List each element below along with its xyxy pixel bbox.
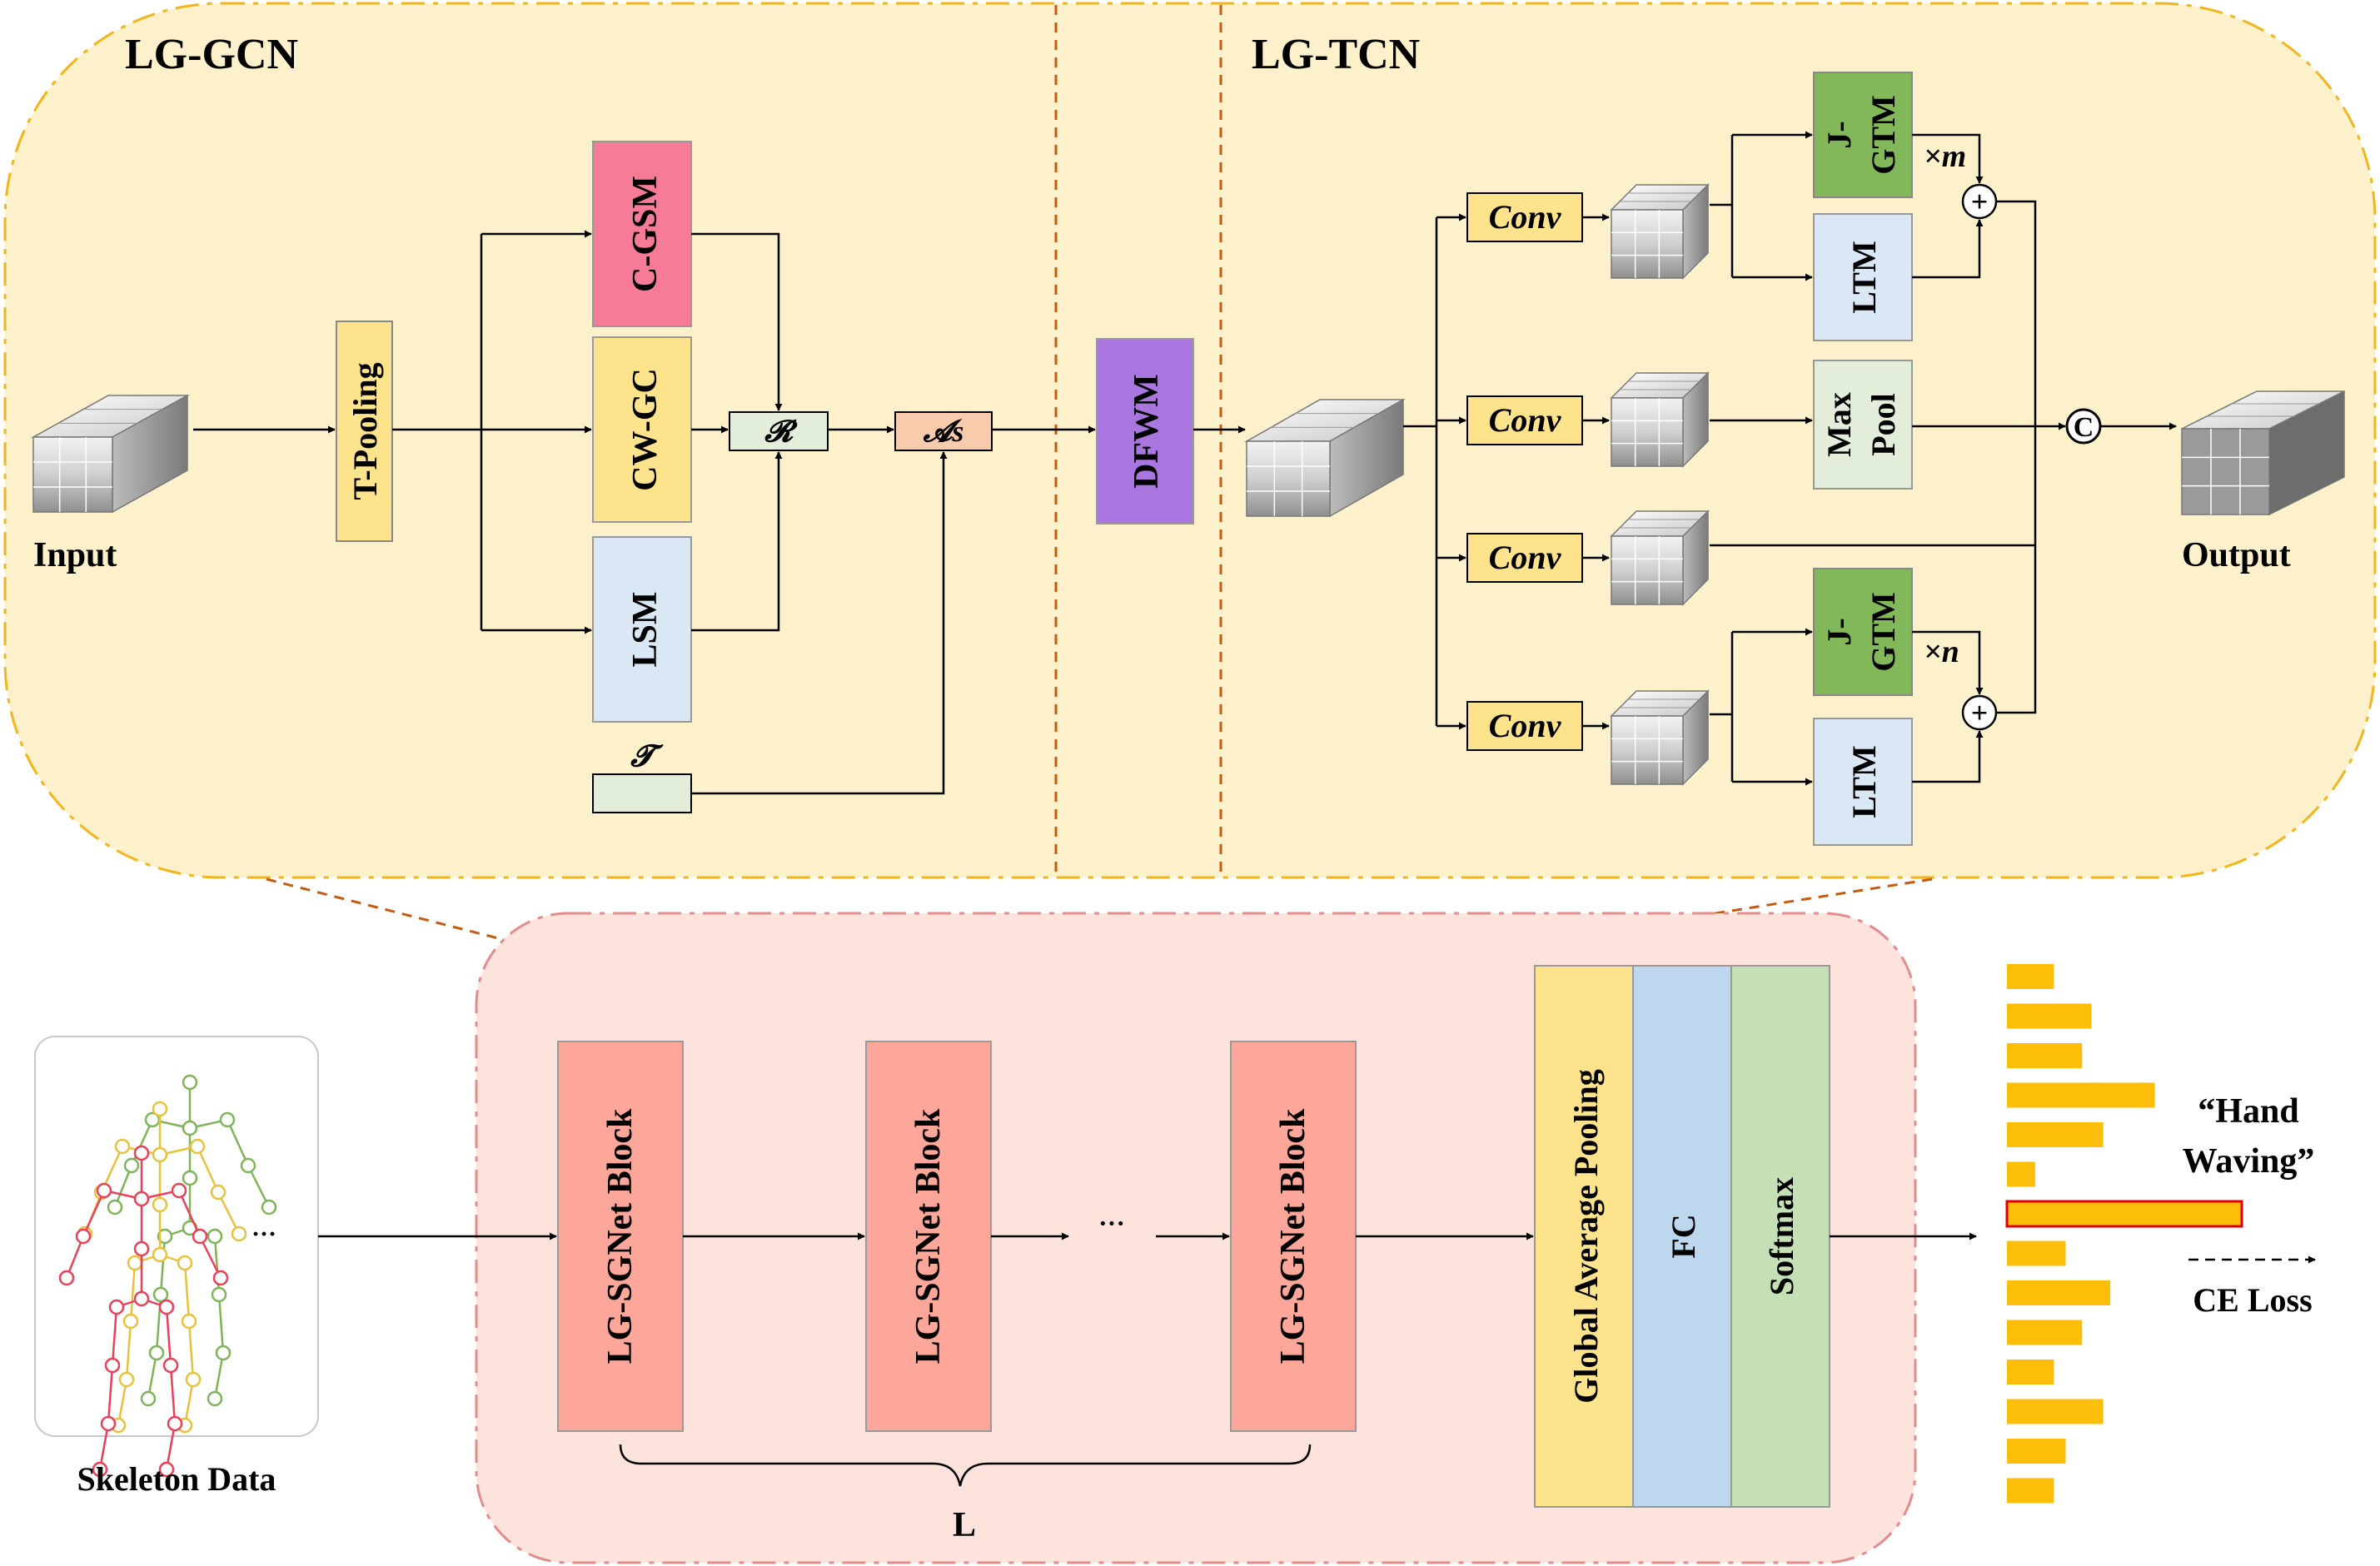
output-label: Output [2182,536,2291,574]
conv-box-4: Conv [1466,701,1583,751]
svg-text:Conv: Conv [1489,707,1562,744]
prediction-line2: Waving” [2183,1142,2315,1181]
cwgc-label: CW-GC [626,368,665,491]
class-bar [2007,1320,2083,1345]
dfwm-label: DFWM [1128,374,1166,489]
class-bar [2007,1399,2104,1424]
class-bar [2007,1439,2066,1464]
jgtm-bottom-line1: J- [1820,618,1858,645]
svg-text:LG-SGNet Block: LG-SGNet Block [909,1108,948,1364]
class-bar [2007,1240,2066,1266]
jgtm-box-top [1813,72,1913,198]
svg-text:Global Average Pooling: Global Average Pooling [1567,1069,1605,1403]
svg-text:Conv: Conv [1489,198,1562,236]
plus-circle-top: + [1961,183,1998,220]
gcn-title: LG-GCN [125,31,298,78]
tcn-title: LG-TCN [1252,31,1420,78]
conv-box-2: Conv [1466,395,1583,445]
jgtm-top-line1: J- [1820,121,1858,148]
repeat-label: L [953,1506,976,1544]
class-score-bars [2005,964,2243,1504]
input-tensor [31,394,190,514]
gcn-arrows [193,230,1096,795]
class-bar [2007,964,2054,989]
svg-text:+: + [1971,185,1989,218]
svg-text:Conv: Conv [1489,401,1562,439]
ltm-box-bottom [1813,718,1913,846]
r-symbol: 𝓡 [764,415,798,448]
maxpool-line2: Pool [1865,393,1902,456]
fc-box: FC [1632,965,1732,1508]
concat-circle: C [2065,408,2102,445]
conv-box-1: Conv [1466,192,1583,242]
jgtm-box-bottom [1813,568,1913,696]
class-bar [2007,1161,2035,1187]
class-bar-highlighted [2005,1200,2243,1228]
times-m-label: ×m [1924,139,1966,174]
skeleton-figure [58,1074,277,1478]
skeleton-label: Skeleton Data [77,1460,276,1498]
jgtm-bottom-line2: GTM [1865,592,1902,672]
as-symbol: 𝓐s [923,415,964,448]
svg-text:Conv: Conv [1489,539,1562,576]
lsm-label: LSM [626,591,665,667]
maxpool-box [1813,360,1913,490]
class-bar [2007,1478,2054,1504]
class-bar [2007,1082,2155,1108]
svg-text:LG-SGNet Block: LG-SGNet Block [1274,1108,1312,1364]
r-box [729,411,829,451]
class-bar [2007,1043,2083,1068]
svg-text:C: C [2074,412,2094,443]
ltm-bottom-label: LTM [1845,745,1883,818]
class-bar [2007,1280,2111,1305]
svg-text:FC: FC [1665,1214,1702,1258]
ce-loss-label: CE Loss [2193,1281,2312,1319]
cgsm-box [592,141,692,327]
svg-text:Softmax: Softmax [1763,1177,1800,1295]
blocks-ellipsis: ··· [1098,1208,1125,1238]
output-tensor [2181,390,2345,516]
class-bar [2007,1360,2054,1385]
cgsm-label: C-GSM [626,176,665,292]
ltm-top-label: LTM [1845,241,1883,313]
class-bar [2007,1003,2092,1029]
prediction-line1: “Hand [2198,1092,2298,1131]
plus-circle-bottom: + [1961,694,1998,731]
repeat-brace [619,1444,1312,1487]
feature-cube-2 [1610,371,1710,468]
as-box [894,411,993,451]
sgnet-block-2: LG-SGNet Block [865,1041,992,1432]
svg-text:+: + [1971,696,1989,729]
sgnet-block-3: LG-SGNet Block [1230,1041,1357,1432]
tcn-input-tensor [1244,398,1406,518]
feature-cube-1 [1610,183,1710,280]
svg-text:LG-SGNet Block: LG-SGNet Block [601,1108,640,1364]
times-n-label: ×n [1924,634,1959,669]
cwgc-box [592,336,692,523]
tpooling-box [336,321,393,542]
softmax-box: Softmax [1730,965,1830,1508]
maxpool-line1: Max [1820,392,1858,457]
feature-cube-3 [1610,510,1710,606]
dfwm-box [1096,338,1194,524]
tpooling-label: T-Pooling [346,362,384,500]
sgnet-block-1: LG-SGNet Block [557,1041,684,1432]
class-bar [2007,1122,2104,1147]
conv-box-3: Conv [1466,533,1583,583]
t-box [592,773,692,813]
tcn-arrows [1403,131,2177,786]
feature-cube-4 [1610,689,1710,786]
jgtm-top-line2: GTM [1865,95,1902,175]
input-label: Input [33,536,117,574]
ltm-box-top [1813,213,1913,341]
gap-box: Global Average Pooling [1534,965,1634,1508]
skeleton-ellipsis: ··· [251,1220,276,1248]
